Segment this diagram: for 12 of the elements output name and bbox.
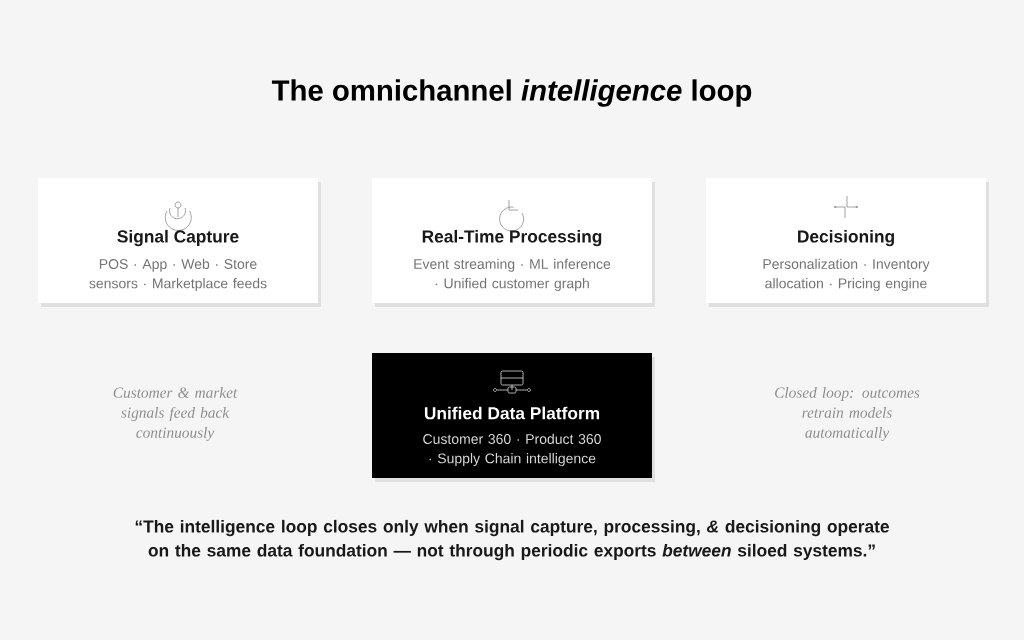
- title: The omnichannel intelligence loop: [271, 79, 752, 107]
- card-description: POS · App · Web · Store sensors · Marketplace feeds: [89, 258, 267, 292]
- quote: “The intelligence loop closes only when signal capture, processing, & decisioning operate on the same data foundation — not through periodic exports between siloed systems.”: [135, 519, 889, 561]
- card-heading: Unified Data Platform: [424, 406, 600, 420]
- side-note: Closed loop: outcomes retrain models automatically: [775, 387, 920, 441]
- card-description: Personalization · Inventory allocation · Pricing engine: [763, 258, 930, 292]
- card-description: Event streaming · ML inference · Unified customer graph: [414, 258, 611, 292]
- side-note: Customer & market signals feed back continuously: [113, 387, 238, 441]
- card-heading: Real-Time Processing: [422, 229, 602, 247]
- card-heading: Signal Capture: [117, 229, 239, 247]
- card-heading: Decisioning: [798, 229, 894, 247]
- card-description: Customer 360 · Product 360 · Supply Chain intelligence: [423, 433, 601, 467]
